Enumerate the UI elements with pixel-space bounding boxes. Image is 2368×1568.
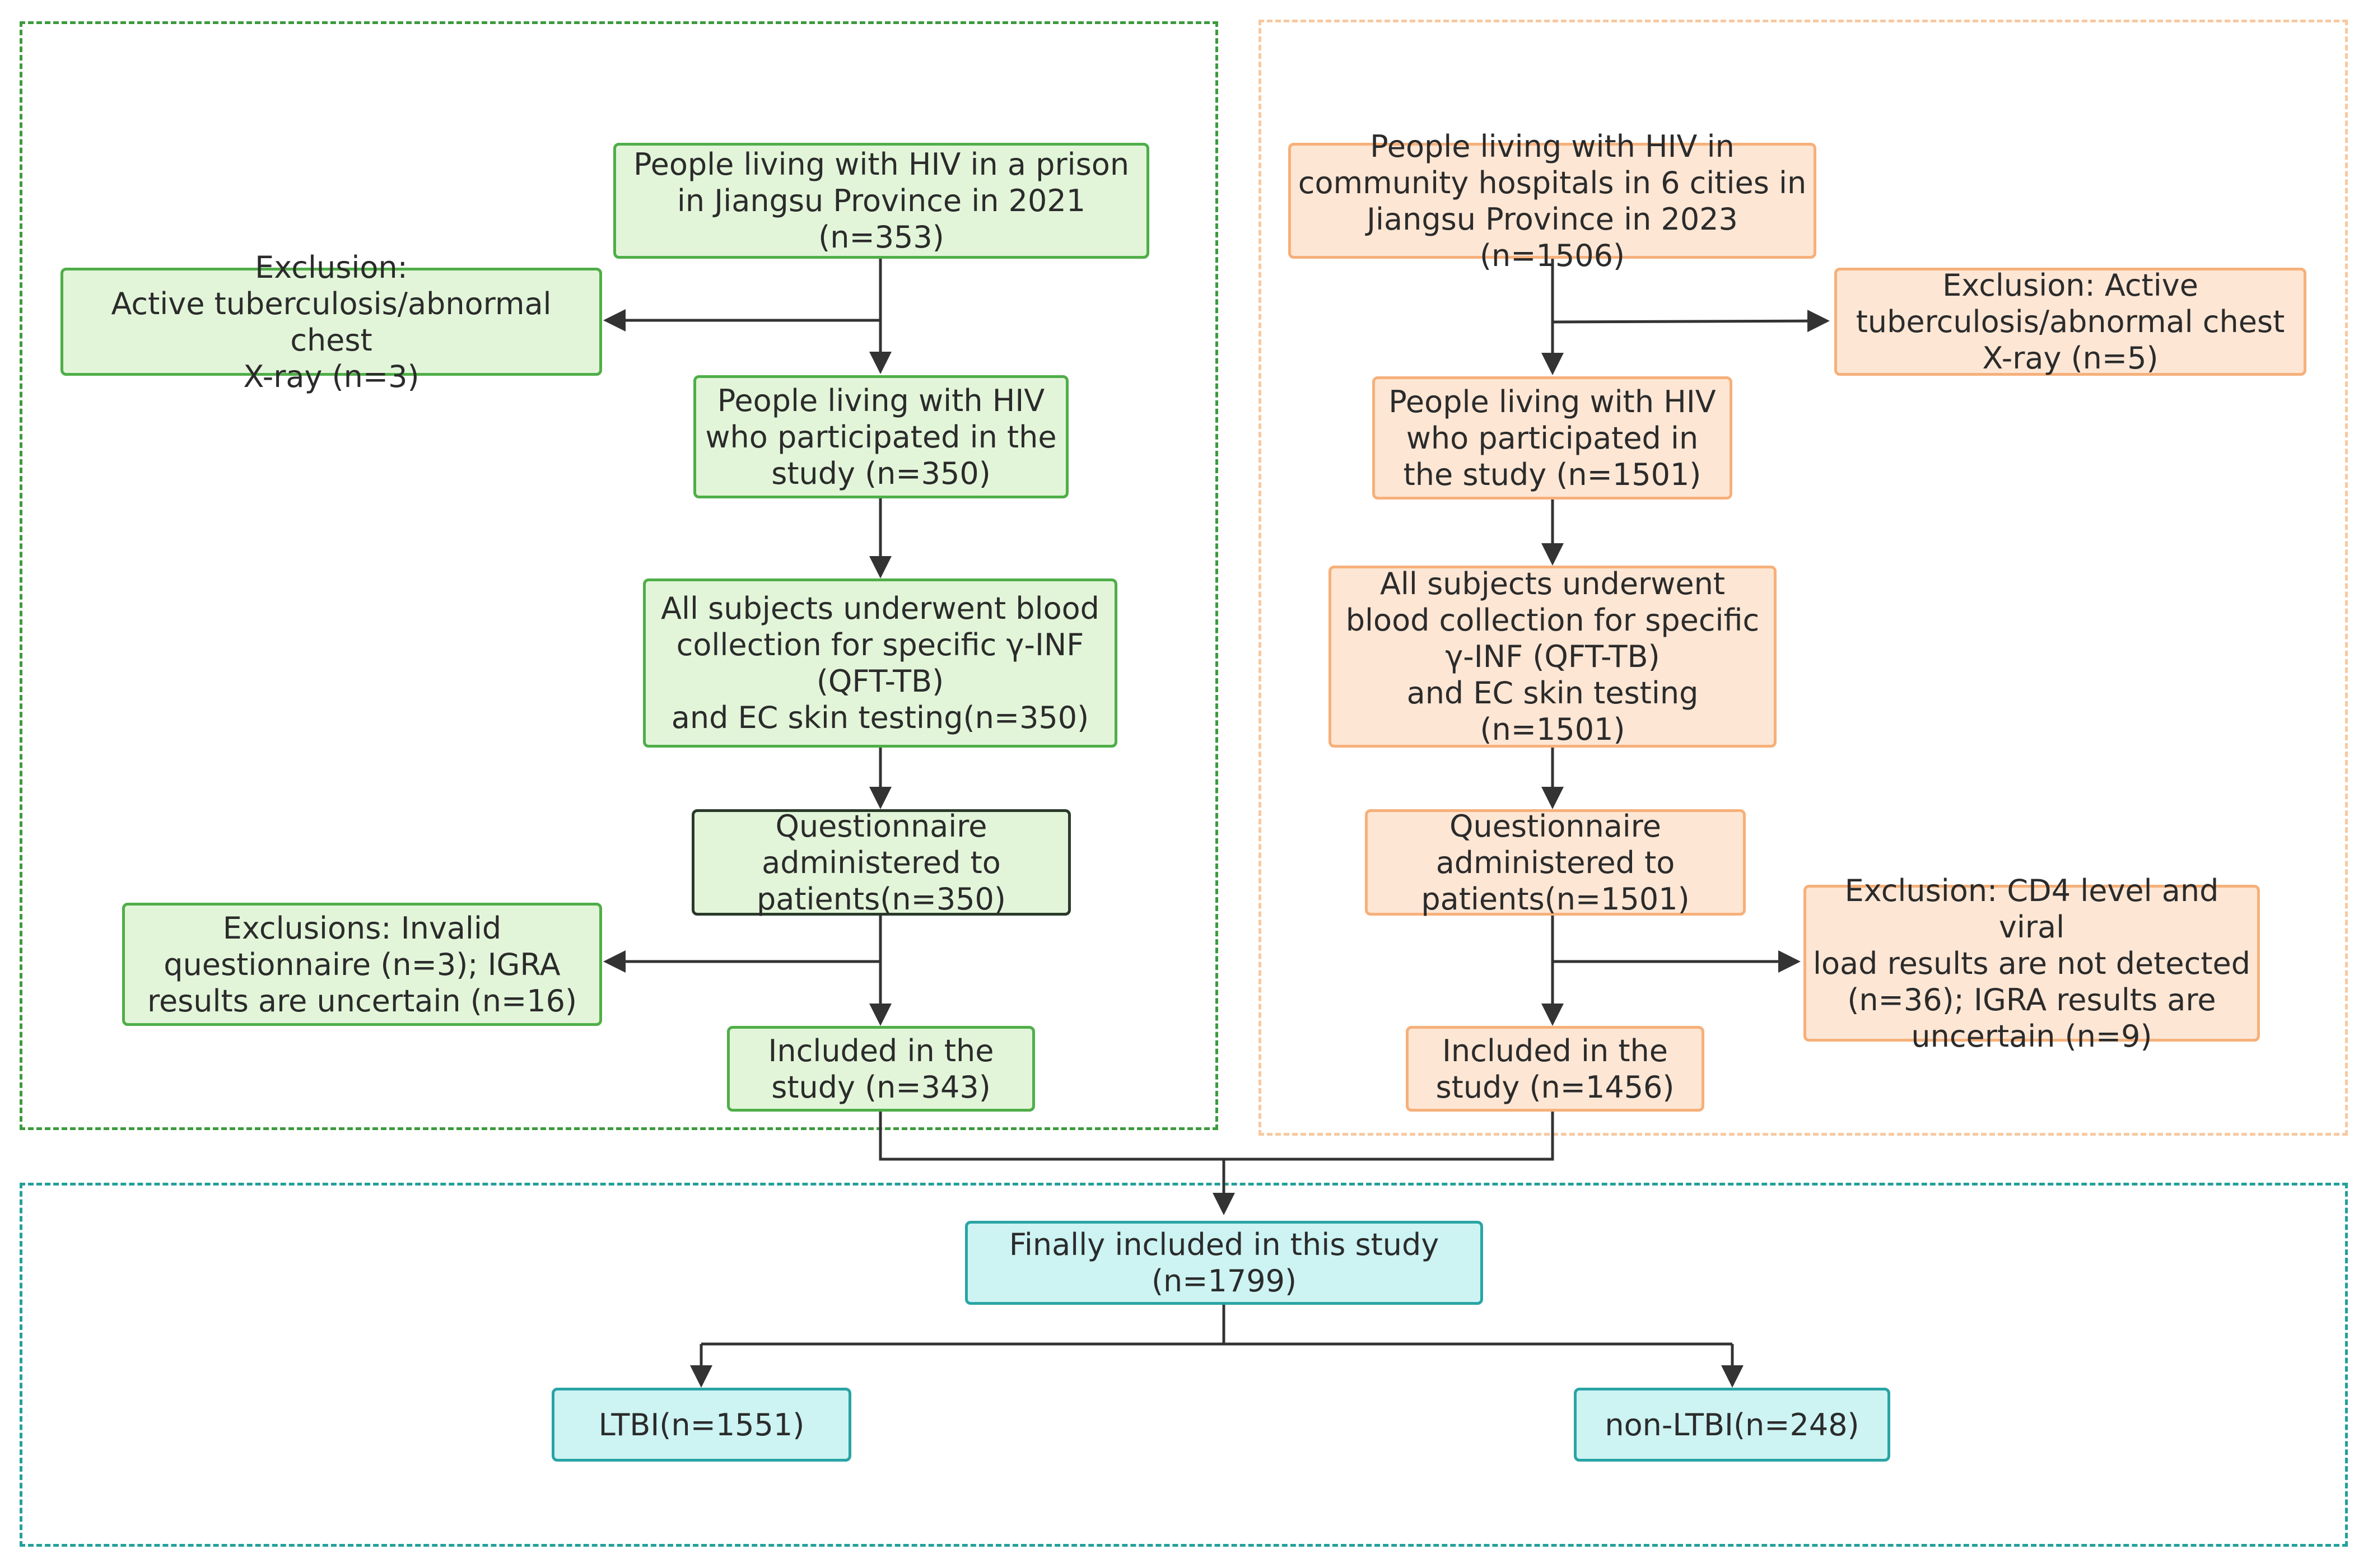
prison-included-box: Included in the study (n=343) — [727, 1026, 1035, 1112]
final-outcome-group — [20, 1183, 2348, 1547]
community-source-box: People living with HIV in community hosp… — [1288, 129, 1816, 273]
ltbi-box: LTBI(n=1551) — [552, 1388, 851, 1462]
prison-cohort-group — [20, 21, 1218, 1130]
merge-line — [879, 1112, 1554, 1161]
prison-source-box: People living with HIV in a prison in Ji… — [613, 143, 1149, 259]
community-questionnaire-box: Questionnaire administered to patients(n… — [1365, 809, 1746, 917]
arrow-community-exclusion1 — [1552, 310, 1830, 333]
community-participated-box: People living with HIV who participated … — [1372, 376, 1732, 500]
community-included-box: Included in the study (n=1456) — [1406, 1026, 1704, 1112]
prison-testing-box: All subjects underwent blood collection … — [643, 578, 1117, 748]
community-exclusion-tb-box: Exclusion: Active tuberculosis/abnormal … — [1834, 268, 2306, 376]
community-testing-box: All subjects underwent blood collection … — [1328, 566, 1777, 748]
prison-participated-box: People living with HIV who participated … — [693, 375, 1069, 498]
prison-exclusion-questionnaire-box: Exclusions: Invalid questionnaire (n=3);… — [122, 903, 602, 1026]
community-exclusion-cd4-box: Exclusion: CD4 level and viral load resu… — [1803, 873, 2260, 1054]
non-ltbi-box: non-LTBI(n=248) — [1574, 1388, 1890, 1462]
community-cohort-group — [1258, 20, 2348, 1136]
final-total-box: Finally included in this study (n=1799) — [965, 1221, 1483, 1305]
prison-exclusion-tb-box: Exclusion: Active tuberculosis/abnormal … — [60, 250, 602, 394]
prison-questionnaire-box: Questionnaire administered to patients(n… — [692, 809, 1071, 917]
